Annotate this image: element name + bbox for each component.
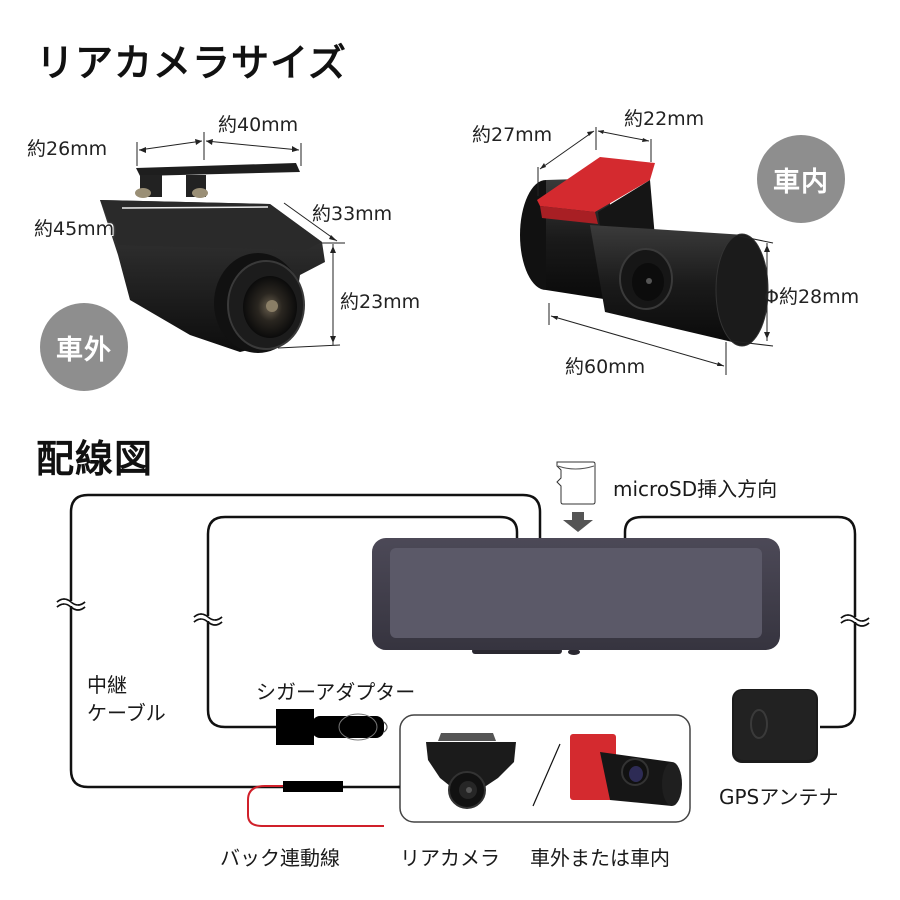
relay-cable-label-line2: ケーブル (87, 701, 166, 725)
wiring-lines (69, 493, 857, 789)
interior-badge: 車内 (757, 135, 845, 223)
insert-arrow-icon (563, 512, 593, 532)
rear-camera-label: リアカメラ (400, 846, 500, 870)
rear-camera-interior-thumbnail (570, 734, 682, 806)
microsd-insert-label: microSD挿入方向 (613, 477, 778, 501)
exterior-camera-image (100, 163, 325, 353)
interior-camera-dimension-lines (537, 127, 774, 375)
dim-height: 約23mm (340, 291, 421, 313)
gps-antenna-image (732, 689, 818, 763)
dim-mount-depth: 約27mm (472, 124, 553, 146)
rear-camera-note: 車外または車内 (530, 846, 670, 870)
reverse-wire-label: バック連動線 (220, 846, 340, 870)
relay-connector (283, 781, 343, 792)
or-divider (532, 743, 561, 807)
dim-length: 約60mm (565, 356, 646, 378)
dim-length: 約45mm (34, 218, 115, 240)
reverse-wire (247, 785, 384, 827)
relay-cable-label-line1: 中継 (87, 673, 127, 697)
mirror-monitor-image (372, 538, 780, 655)
dim-mount-width: 約22mm (624, 108, 705, 130)
dim-width-top: 約40mm (218, 114, 299, 136)
exterior-badge: 車外 (40, 303, 128, 391)
dim-depth-top: 約26mm (27, 138, 108, 160)
cigar-adapter-image (276, 709, 388, 745)
exterior-camera-dimension-lines (121, 132, 345, 349)
gps-antenna-label: GPSアンテナ (719, 785, 839, 809)
dim-depth-side: 約33mm (312, 203, 393, 225)
microsd-card-icon (556, 461, 596, 505)
cigar-adapter-label: シガーアダプター (256, 680, 416, 704)
interior-camera-image (520, 157, 769, 347)
rear-camera-size-title: リアカメラサイズ (36, 41, 347, 85)
wiring-diagram-title: 配線図 (36, 437, 154, 481)
dim-diameter: Φ約28mm (764, 286, 860, 308)
rear-camera-exterior-thumbnail (426, 733, 516, 809)
